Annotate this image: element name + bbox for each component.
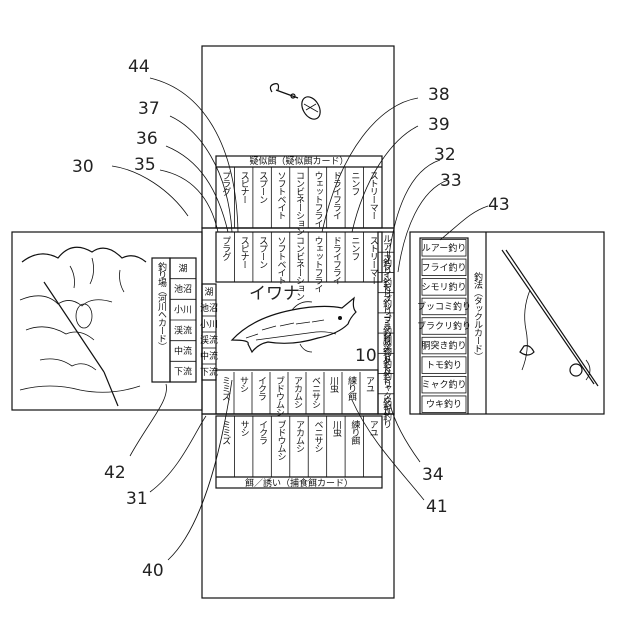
right-card-item-cell: ウキ釣り [426,398,462,410]
left-card-item-cell: 湖 [178,263,187,274]
right-card-item-cell: 胴突き釣り [421,340,466,352]
bottom-card-items: アユ練り餌川虫ベニサシアカムシブドウムシイクラサシミミズ [220,416,378,477]
center-left-item-cell: 湖 [204,287,213,298]
top-card-item-cell: コンビネーション [294,171,305,235]
left-card-item-cell: 小川 [174,305,192,316]
center-top-item-cell: ウェットフライ [312,236,323,293]
center-bottom-item-cell: アユ [364,376,375,392]
bottom-card-item-cell: ベニサシ [312,420,323,452]
bottom-card-item-cell: アカムシ [294,420,305,452]
bottom-card-item-cell: アユ [368,420,379,436]
bottom-card-item-cell: ミミズ [220,420,231,445]
center-top-item-cell: プラグ [220,236,231,261]
numeral-31: 31 [126,489,148,509]
left-card-item-cell: 渓流 [174,324,192,336]
top-card-item-cell: スピナー [239,171,250,203]
center-left-item-cell: 小川 [200,319,218,330]
right-card-item-cell: ミャク釣り [421,379,466,391]
left-card-frame [12,232,202,410]
spinner-lure-icon [270,84,324,123]
right-card-title: 釣法（タックルカード） [472,271,483,360]
center-bottom-item-cell: 川虫 [328,376,339,394]
numeral-43: 43 [488,195,510,215]
left-card-items: 湖池沼小川渓流中流下流 [170,263,196,377]
left-card-title: 釣り場（河川ヘカード） [156,261,167,350]
numeral-30: 30 [72,157,94,177]
center-top-item-cell: ドライフライ [331,236,342,285]
bottom-card-item-cell: 川虫 [331,420,342,438]
numeral-40: 40 [142,561,164,581]
center-top-item-cell: ニンフ [349,236,360,261]
center-top-item-cell: ストリーマー [368,236,378,284]
right-card-item-cell: フライ釣り [421,261,466,273]
center-left-item-cell: 下流 [200,366,218,378]
center-bottom-item-cell: ベニサシ [310,376,321,408]
top-card-item-cell: ソフトベイト [276,171,287,220]
center-bottom-row: アユ練り餌川虫ベニサシアカムシブドウムシイクラサシミミズ [220,372,375,416]
bottom-card-item-cell: イクラ [257,420,268,445]
center-bottom-item-cell: イクラ [256,376,267,401]
bottom-card-item-cell: 練り餌 [349,419,360,446]
center-left-col: 湖池沼小川渓流中流下流 [200,287,218,378]
numeral-36: 36 [136,129,158,149]
center-bottom-item-cell: サシ [238,376,249,392]
right-card-item-cell: シモリ釣り [421,281,466,293]
center-bottom-item-cell: アカムシ [292,376,303,408]
reference-numerals: 44 37 36 35 30 38 39 32 33 43 42 31 40 4… [72,57,510,581]
right-card-item-cell: ブッコミ釣り [417,300,471,312]
left-card: 釣り場（河川ヘカード） 湖池沼小川渓流中流下流 [20,247,196,406]
stream-scene-icon [20,247,146,406]
numeral-44: 44 [128,57,150,77]
center-left-item-cell: 渓流 [200,334,218,346]
right-card-items: ルアー釣りフライ釣りシモリ釣りブッコミ釣りブラクリ釣り胴突き釣りトモ釣りミャク釣… [417,240,471,413]
numeral-35: 35 [134,155,156,175]
right-card-item-cell: ルアー釣り [422,242,466,254]
bottom-card: アユ練り餌川虫ベニサシアカムシブドウムシイクラサシミミズ 餌／誘い（捕食餌カード… [216,416,382,489]
center-bottom-item-cell: ブドウムシ [274,375,285,416]
top-card-item-cell: ニンフ [349,171,360,196]
left-card-item-cell: 中流 [174,345,192,357]
bottom-card-item-cell: サシ [239,420,250,436]
top-card-item-cell: ストリーマー [368,171,378,219]
bottom-card-title: 餌／誘い（捕食餌カード） [245,477,353,489]
bottom-card-item-cell: ブドウムシ [276,419,287,460]
fish-number: 10 [355,346,377,366]
right-card-item-cell: トモ釣り [426,359,462,371]
center-left-item-cell: 中流 [200,350,218,362]
top-card-item-cell: スプーン [257,171,267,203]
left-card-item-cell: 下流 [174,366,192,378]
center-bottom-item-cell: 練り餌 [346,375,357,402]
numeral-42: 42 [104,463,126,483]
fish-name: イワナ [249,284,300,304]
top-card-item-cell: ウェットフライ [312,171,323,228]
numeral-32: 32 [434,145,456,165]
fishing-rod-icon [502,250,598,386]
char-fish-icon [232,298,356,352]
right-card: ルアー釣りフライ釣りシモリ釣りブッコミ釣りブラクリ釣り胴突き釣りトモ釣りミャク釣… [417,232,598,414]
numeral-41: 41 [426,497,448,517]
center-right-col: ルアー釣りフライ釣りシモリ釣りブッコミ釣りブラクリ釣り胴突き釣りトモ釣りミャク釣… [378,234,394,429]
numeral-33: 33 [440,171,462,191]
center-top-item-cell: スプーン [257,236,267,268]
numeral-38: 38 [428,85,450,105]
numeral-39: 39 [428,115,450,135]
center-top-item-cell: スピナー [239,236,250,268]
numeral-37: 37 [138,99,160,119]
center-top-item-cell: ソフトベイト [276,236,287,285]
top-card-title: 疑似餌（疑似餌カード） [249,155,348,167]
numeral-34: 34 [422,465,444,485]
center-left-item-cell: 池沼 [200,302,218,314]
right-card-item-cell: ブラクリ釣り [417,320,471,332]
left-card-item-cell: 池沼 [174,283,192,295]
